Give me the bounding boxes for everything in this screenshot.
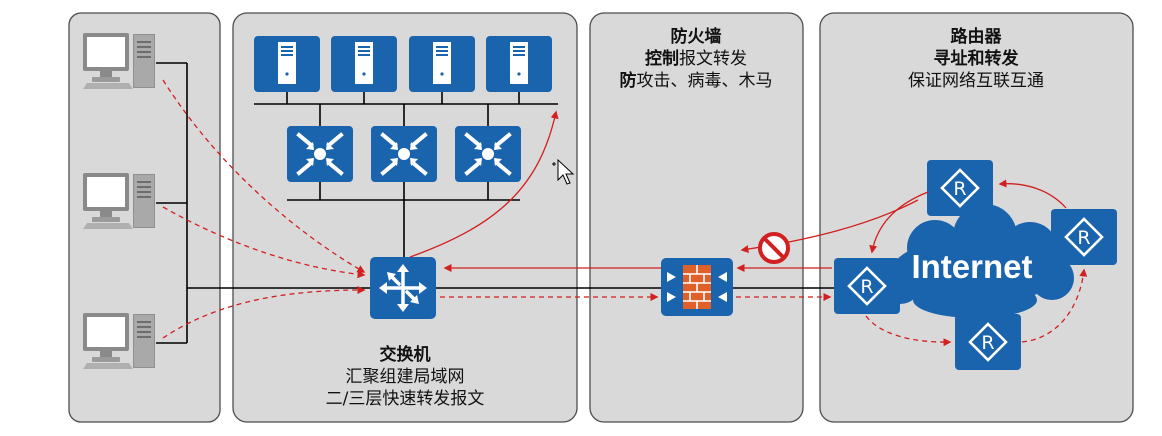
firewall-desc-1-bold: 控制 bbox=[645, 49, 679, 69]
router-title: 路由器 bbox=[950, 27, 1002, 47]
arrow-right-to-top-router bbox=[998, 179, 1067, 209]
arrow-bottom-to-right-router bbox=[1021, 268, 1088, 343]
arrow-pc2-to-switch bbox=[162, 206, 366, 279]
firewall-title: 防火墙 bbox=[670, 27, 722, 47]
pc-3 bbox=[83, 313, 155, 369]
arrow-left-to-bottom-router bbox=[865, 315, 952, 347]
blocked-icon bbox=[758, 232, 790, 264]
firewall-desc-2: 防攻击、病毒、木马 bbox=[596, 70, 796, 92]
hub-switch-3 bbox=[455, 126, 521, 182]
router-subtitle: 寻址和转发 bbox=[933, 49, 1019, 69]
router-bottom bbox=[955, 314, 1021, 370]
arrow-switch-to-servers bbox=[409, 110, 559, 258]
switch-desc-1: 汇聚组建局域网 bbox=[345, 367, 465, 387]
pc-2 bbox=[83, 173, 155, 229]
server-2 bbox=[331, 36, 397, 92]
firewall-desc-1: 控制报文转发 bbox=[596, 48, 796, 70]
server-1 bbox=[254, 36, 320, 92]
router-left bbox=[834, 258, 900, 314]
hub-switch-2 bbox=[371, 126, 437, 182]
server-3 bbox=[409, 36, 475, 92]
switch-label: 交换机 汇聚组建局域网 二/三层快速转发报文 bbox=[300, 344, 510, 410]
firewall-desc-2-bold: 防 bbox=[619, 71, 637, 91]
lan-wiring bbox=[254, 92, 558, 257]
switch-desc-2: 二/三层快速转发报文 bbox=[325, 389, 485, 409]
internet-label: Internet bbox=[911, 248, 1032, 285]
server-4 bbox=[486, 36, 552, 92]
router-right bbox=[1051, 209, 1117, 265]
traffic-arrows bbox=[162, 79, 1088, 347]
arrow-pc3-to-switch bbox=[162, 286, 366, 339]
core-switch-icon bbox=[370, 257, 436, 319]
router-desc: 保证网络互联互通 bbox=[908, 71, 1044, 91]
pc-1 bbox=[83, 33, 155, 89]
firewall-desc-2-rest: 攻击、病毒、木马 bbox=[636, 71, 773, 91]
switch-title: 交换机 bbox=[379, 345, 431, 365]
router-label: 路由器 寻址和转发 保证网络互联互通 bbox=[866, 26, 1086, 92]
firewall-panel bbox=[589, 12, 804, 423]
switch-panel bbox=[232, 12, 578, 423]
arrow-top-to-left-router bbox=[869, 191, 929, 254]
firewall-icon bbox=[661, 258, 733, 316]
hub-switch-1 bbox=[287, 126, 353, 182]
router-top bbox=[927, 160, 993, 216]
firewall-desc-1-rest: 报文转发 bbox=[679, 49, 747, 69]
pc-wiring bbox=[156, 62, 370, 344]
mouse-cursor-icon bbox=[552, 158, 575, 185]
arrow-pc1-to-switch bbox=[162, 79, 366, 273]
firewall-label: 防火墙 控制报文转发 防攻击、病毒、木马 bbox=[596, 26, 796, 92]
